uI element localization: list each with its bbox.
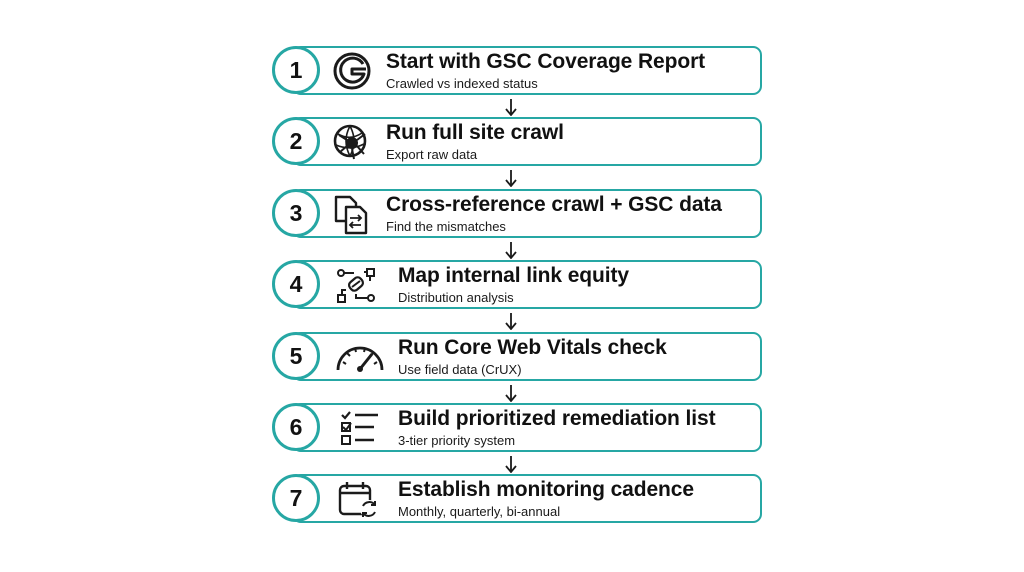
step-5: 5 Run Core Web Vitals check Use field da… [270, 330, 766, 385]
checklist-icon [338, 407, 382, 449]
arrow-down-icon [505, 99, 517, 116]
arrow-down-icon [505, 313, 517, 330]
step-number-badge: 1 [272, 46, 320, 94]
arrow-down-icon [505, 242, 517, 259]
step-7: 7 Establish monitoring cadence Monthly, … [270, 472, 766, 527]
step-subtitle: Monthly, quarterly, bi-annual [398, 504, 561, 519]
calendar-refresh-icon [336, 478, 380, 520]
step-card [292, 117, 762, 166]
step-number-badge: 4 [272, 260, 320, 308]
step-title: Cross-reference crawl + GSC data [386, 193, 722, 216]
step-3: 3 Cross-reference crawl + GSC data Find … [270, 187, 766, 242]
step-title: Establish monitoring cadence [398, 478, 694, 501]
step-number-badge: 2 [272, 117, 320, 165]
spider-globe-icon [330, 121, 374, 163]
step-subtitle: Crawled vs indexed status [386, 76, 538, 91]
step-subtitle: Use field data (CrUX) [398, 362, 522, 377]
step-number-badge: 7 [272, 474, 320, 522]
step-number-badge: 5 [272, 332, 320, 380]
arrow-down-icon [505, 456, 517, 473]
step-1: 1 Start with GSC Coverage Report Crawled… [270, 44, 766, 99]
step-subtitle: Distribution analysis [398, 290, 514, 305]
step-number-badge: 3 [272, 189, 320, 237]
step-title: Build prioritized remediation list [398, 407, 716, 430]
link-network-icon [334, 264, 378, 306]
step-subtitle: 3-tier priority system [398, 433, 516, 448]
step-title: Run Core Web Vitals check [398, 336, 667, 359]
step-6: 6 Build prioritized remediation list 3-t… [270, 401, 766, 456]
step-card [292, 332, 762, 381]
step-title: Map internal link equity [398, 264, 629, 287]
step-subtitle: Export raw data [386, 147, 478, 162]
step-4: 4 Map internal link equity Distribution … [270, 258, 766, 313]
google-g-icon [330, 50, 374, 92]
step-number-badge: 6 [272, 403, 320, 451]
compare-documents-icon [330, 193, 374, 235]
step-2: 2 Run full site crawl Export raw data [270, 115, 766, 170]
step-title: Start with GSC Coverage Report [386, 50, 706, 73]
step-title: Run full site crawl [386, 121, 564, 144]
speedometer-icon [334, 336, 386, 378]
arrow-down-icon [505, 385, 517, 402]
arrow-down-icon [505, 170, 517, 187]
step-subtitle: Find the mismatches [386, 219, 506, 234]
